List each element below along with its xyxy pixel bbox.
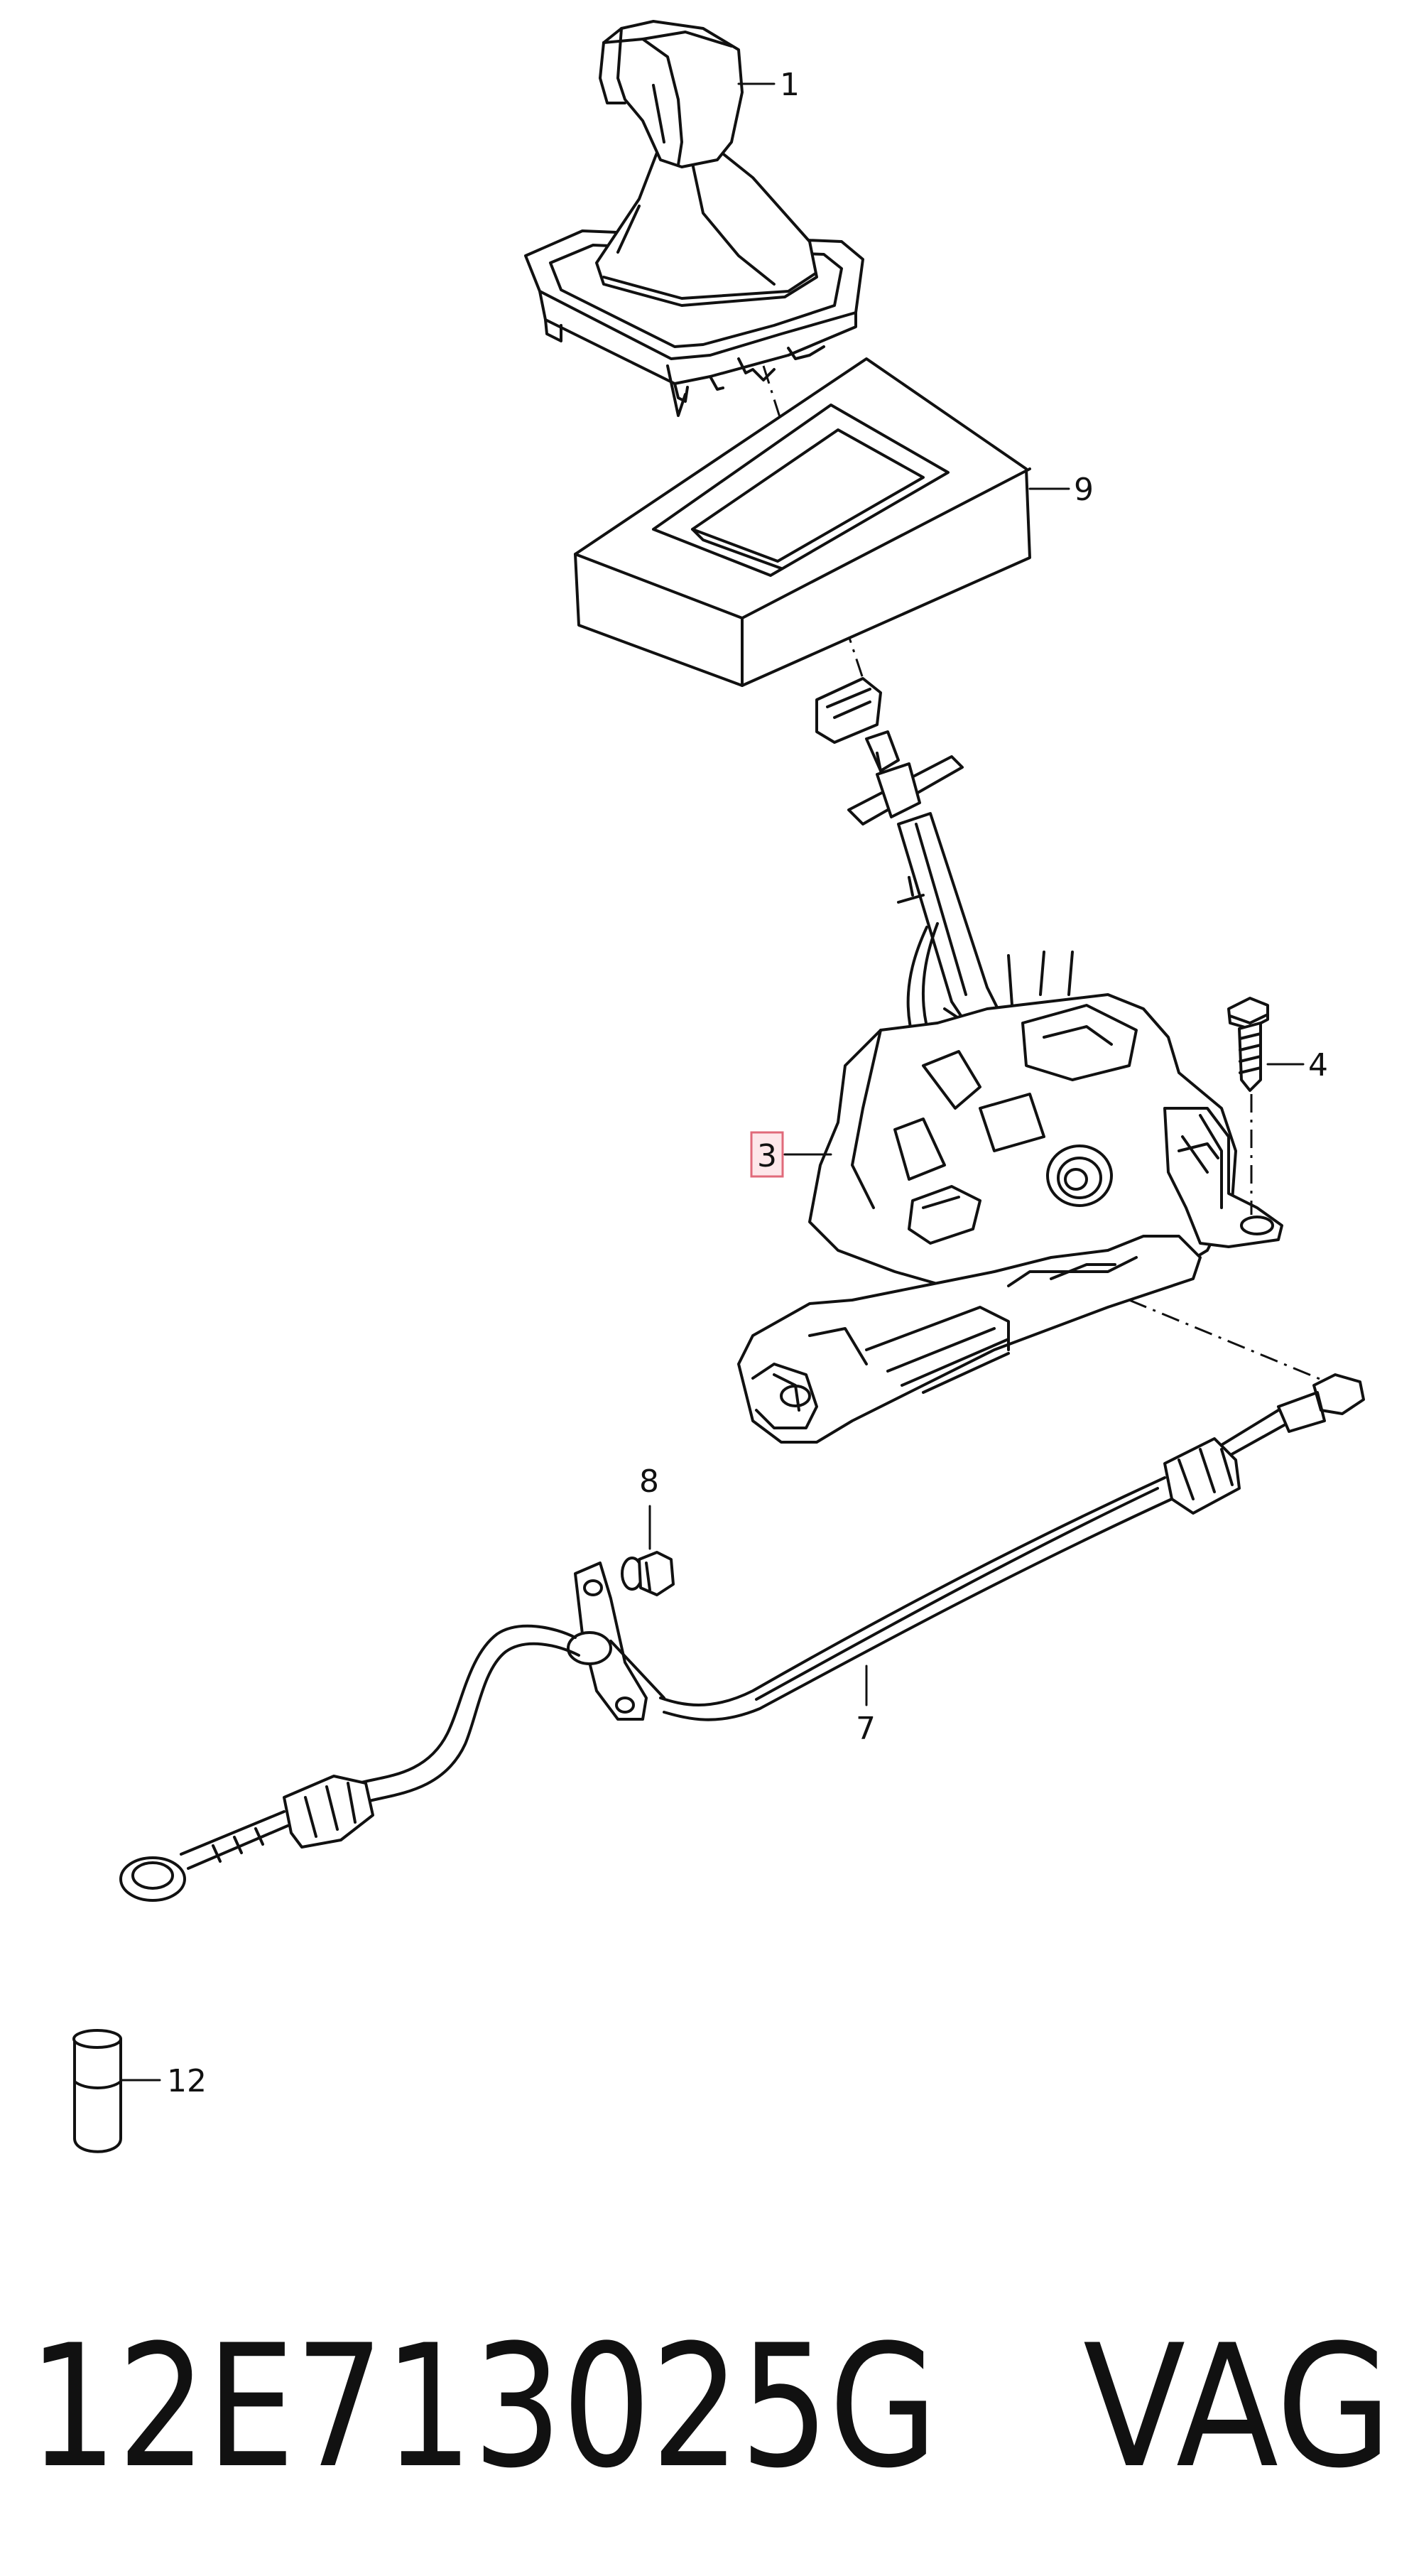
part-7-selector-cable: 7	[119, 1373, 1365, 1902]
part-9-damping-pad: 9	[574, 357, 1094, 687]
callout-12: 12	[167, 2063, 207, 2099]
callout-3-highlight-box	[750, 1131, 784, 1178]
brand-name: VAG	[1083, 2309, 1392, 2506]
callout-3: 3	[757, 1138, 777, 1174]
part-8-nut: 8	[621, 1463, 675, 1596]
part-4-screw: 4	[1227, 997, 1328, 1215]
callout-7: 7	[856, 1711, 876, 1747]
centre-line-cable	[1129, 1299, 1336, 1387]
callout-8: 8	[639, 1463, 659, 1500]
callout-1: 1	[780, 67, 800, 103]
callout-4: 4	[1308, 1047, 1328, 1083]
part-number: 12E713025G	[28, 2309, 937, 2506]
part-12-grease-tube: 12	[72, 2029, 207, 2153]
callout-9: 9	[1074, 472, 1094, 508]
part-1-shift-knob-assembly: 1	[524, 20, 864, 417]
part-3-gear-selector-mechanism: 3	[737, 677, 1283, 1444]
